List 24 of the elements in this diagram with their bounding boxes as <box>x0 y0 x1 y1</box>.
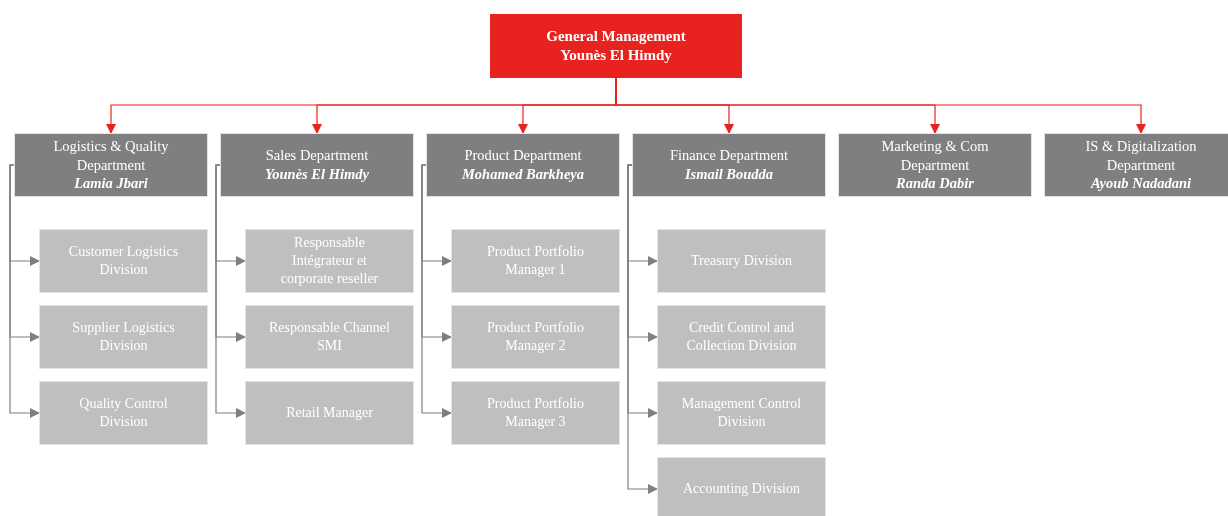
division-box: Quality Control Division <box>39 381 208 445</box>
division-box: Retail Manager <box>245 381 414 445</box>
division-box: Treasury Division <box>657 229 826 293</box>
division-box: Product Portfolio Manager 1 <box>451 229 620 293</box>
department-box: Finance Department Ismail Boudda <box>632 133 826 197</box>
department-box: Marketing & Com Department Randa Dabir <box>838 133 1032 197</box>
department-box: Product Department Mohamed Barkheya <box>426 133 620 197</box>
connector-arrow <box>627 164 658 494</box>
division-box: Accounting Division <box>657 457 826 516</box>
department-box: IS & Digitalization Department Ayoub Nadadani <box>1044 133 1228 197</box>
connector-arrow <box>421 164 452 418</box>
department-box: Sales Department Younès El Himdy <box>220 133 414 197</box>
division-box: Supplier Logistics Division <box>39 305 208 369</box>
division-box: Customer Logistics Division <box>39 229 208 293</box>
management-box: General Management Younès El Himdy <box>490 14 742 78</box>
division-box: Responsable Channel SMI <box>245 305 414 369</box>
division-box: Product Portfolio Manager 2 <box>451 305 620 369</box>
connector-arrow <box>9 164 40 418</box>
division-box: Product Portfolio Manager 3 <box>451 381 620 445</box>
department-box: Logistics & Quality Department Lamia Jbari <box>14 133 208 197</box>
division-box: Credit Control and Collection Division <box>657 305 826 369</box>
division-box: Responsable Intégrateur et corporate reseller <box>245 229 414 293</box>
connector-arrow <box>215 164 246 418</box>
division-box: Management Control Division <box>657 381 826 445</box>
